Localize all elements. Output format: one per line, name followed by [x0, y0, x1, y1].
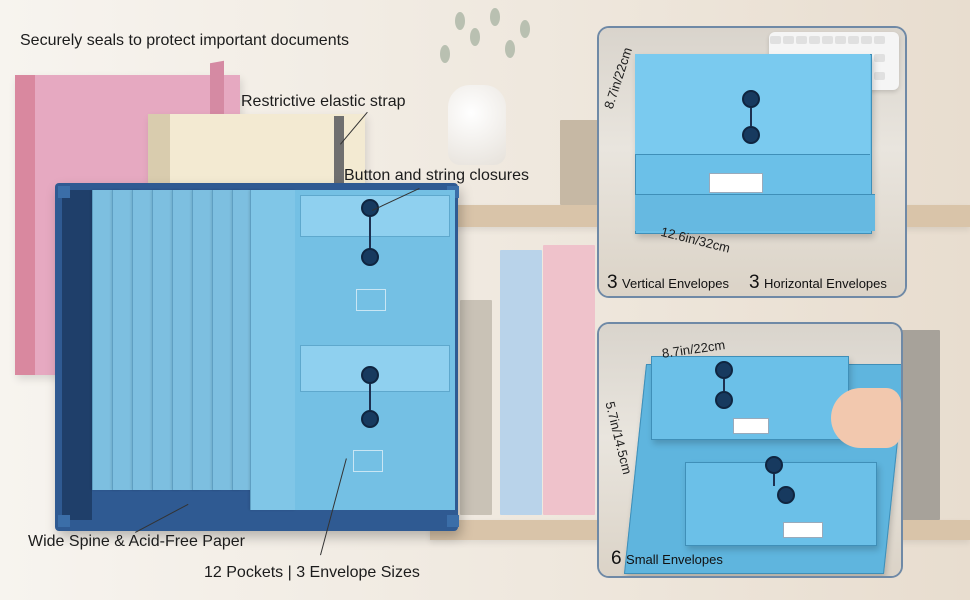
plant-leaf	[520, 20, 530, 38]
button-closure-icon	[777, 486, 795, 504]
plant-leaf	[505, 40, 515, 58]
button-closure-icon	[361, 248, 379, 266]
caption-elastic-strap: Restrictive elastic strap	[241, 93, 406, 110]
string-closure	[750, 108, 752, 126]
plant-leaf	[455, 12, 465, 30]
folder-spine	[62, 190, 92, 520]
corner-protector	[447, 515, 459, 527]
note-small-envelopes: 6 Small Envelopes	[611, 548, 723, 570]
note-text: Vertical Envelopes	[622, 276, 729, 291]
button-closure-icon	[742, 90, 760, 108]
corner-protector	[58, 186, 70, 198]
envelope-label-window	[356, 289, 386, 311]
caption-secure-seal: Securely seals to protect important docu…	[20, 32, 350, 49]
vase-decoration	[448, 85, 506, 165]
plant-leaf	[470, 28, 480, 46]
envelope-label-window	[353, 450, 383, 472]
background-book	[460, 300, 492, 515]
note-count: 6	[611, 548, 622, 569]
background-book	[500, 250, 542, 515]
note-vertical-envelopes: 3 Vertical Envelopes	[607, 272, 729, 294]
string-closure	[723, 379, 725, 391]
note-count: 3	[749, 272, 760, 293]
background-book	[560, 120, 600, 205]
plant-leaf	[440, 45, 450, 63]
caption-pockets: 12 Pockets | 3 Envelope Sizes	[204, 564, 420, 581]
panel-large-envelopes: 8.7in/22cm 12.6in/32cm 3 Vertical Envelo…	[597, 26, 907, 298]
plant-leaf	[490, 8, 500, 26]
background-book	[543, 245, 595, 515]
small-envelope	[685, 462, 877, 546]
envelope-sticker	[733, 418, 769, 434]
button-closure-icon	[742, 126, 760, 144]
button-closure-icon	[715, 361, 733, 379]
envelope-sticker	[783, 522, 823, 538]
background-book	[900, 330, 940, 520]
note-text: Small Envelopes	[626, 552, 723, 567]
corner-protector	[58, 515, 70, 527]
caption-closures: Button and string closures	[344, 167, 529, 184]
note-horizontal-envelopes: 3 Horizontal Envelopes	[749, 272, 887, 294]
note-text: Horizontal Envelopes	[764, 276, 887, 291]
string-closure	[369, 384, 371, 410]
panel-small-envelopes: 8.7in/22cm 5.7in/14.5cm 6 Small Envelope…	[597, 322, 903, 578]
string-closure	[773, 474, 775, 486]
lower-envelope-edge	[635, 194, 875, 231]
string-closure	[369, 217, 371, 249]
button-closure-icon	[361, 410, 379, 428]
hand-prop	[831, 388, 901, 448]
button-closure-icon	[765, 456, 783, 474]
button-closure-icon	[361, 366, 379, 384]
note-count: 3	[607, 272, 618, 293]
envelope-sticker	[709, 173, 763, 193]
caption-spine: Wide Spine & Acid-Free Paper	[28, 533, 245, 550]
pocket-divider	[250, 190, 296, 510]
button-closure-icon	[715, 391, 733, 409]
